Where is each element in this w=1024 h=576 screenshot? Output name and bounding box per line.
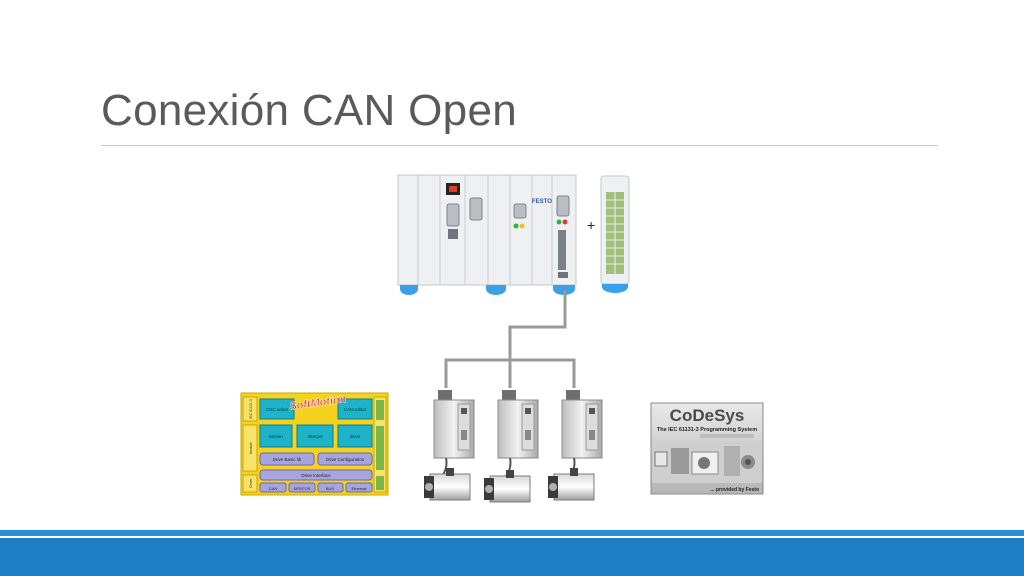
svg-text:Drive: Drive <box>350 434 361 439</box>
softmotion-block <box>259 398 295 420</box>
softmotion-block <box>337 424 373 448</box>
svg-text:BUS: BUS <box>326 486 335 491</box>
svg-text:Ethercat: Ethercat <box>352 486 368 491</box>
plc-led-yellow <box>519 223 525 229</box>
servo-drive-3 <box>561 390 603 459</box>
plc-can-port <box>556 195 570 217</box>
servo-motor-1 <box>424 468 471 501</box>
svg-text:Interpol: Interpol <box>307 434 322 439</box>
svg-text:Drive Interface: Drive Interface <box>301 473 331 478</box>
softmotion-block <box>296 424 334 448</box>
plc-foot <box>400 285 418 295</box>
plc-brand-label: FESTO <box>532 199 552 205</box>
plc-body <box>397 174 577 286</box>
servo-motor-3 <box>548 468 595 501</box>
svg-text:CAM editor: CAM editor <box>344 407 367 412</box>
can-bus-cable <box>444 290 576 388</box>
codesys-footer: ... provided by Festo <box>710 487 759 493</box>
footer-band <box>0 538 1024 576</box>
codesys-subtitle: The IEC 61131-3 Programming System <box>657 427 757 433</box>
io-foot <box>602 284 628 293</box>
plc-terminal-strip <box>558 230 566 270</box>
codesys-logo: CoDeSys <box>670 406 745 425</box>
plc-led-green <box>513 223 519 229</box>
svg-text:Drive Configuration: Drive Configuration <box>326 457 365 462</box>
svg-text:Drive Basic lib: Drive Basic lib <box>273 457 302 462</box>
plc-foot <box>486 285 506 295</box>
softmotion-block <box>317 452 373 466</box>
codesys-logo-box: CoDeSys The IEC 61131-3 Programming Syst… <box>650 402 764 495</box>
plus-sign: + <box>587 217 595 233</box>
softmotion-side-label: Module <box>249 442 253 454</box>
slide-title: Conexión CAN Open <box>101 86 517 135</box>
plc-port-3 <box>513 203 527 219</box>
servo-drive-1 <box>433 390 475 459</box>
footer-band-thin <box>0 530 1024 536</box>
servo-motor-2 <box>484 470 531 503</box>
title-divider <box>101 145 938 146</box>
softmotion-block <box>259 424 293 448</box>
plc-module-separators <box>417 175 553 285</box>
svg-text:CAN: CAN <box>269 486 278 491</box>
svg-text:SERCOS: SERCOS <box>294 486 311 491</box>
plc-port-1 <box>446 203 460 227</box>
plc-controller: FESTO <box>397 174 577 295</box>
softmotion-interface-bar <box>259 469 373 481</box>
softmotion-block <box>259 452 315 466</box>
softmotion-side-label: Driver <box>249 478 253 488</box>
softmotion-block <box>337 398 373 420</box>
plc-port-2 <box>469 197 483 221</box>
io-module <box>600 175 630 293</box>
servo-drive-2 <box>497 390 539 459</box>
svg-text:CNC editor: CNC editor <box>266 407 289 412</box>
softmotion-side-label: IEC 61131-3 <box>249 399 253 418</box>
softmotion-diagram: IEC 61131-3 Module Driver CNC editor CAM… <box>240 392 389 496</box>
svg-text:Motion: Motion <box>269 434 283 439</box>
